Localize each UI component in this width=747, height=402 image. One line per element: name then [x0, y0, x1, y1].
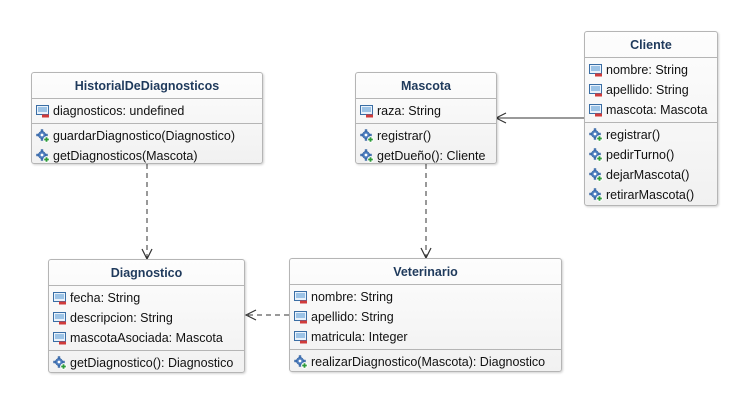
attributes-section: nombre: String apellido: String matricul…: [290, 285, 561, 350]
operation-row: getDiagnostico(): Diagnostico: [49, 353, 244, 373]
operation-row: getDueño(): Cliente: [356, 146, 496, 166]
operation-row: getDiagnosticos(Mascota): [32, 146, 262, 166]
method-gear-icon: [589, 148, 603, 162]
class-name: Veterinario: [290, 259, 561, 285]
attribute-row: nombre: String: [585, 60, 717, 80]
method-gear-icon: [589, 168, 603, 182]
method-gear-icon: [294, 355, 308, 369]
class-diagnostico[interactable]: Diagnostico fecha: String descripcion: S…: [48, 259, 245, 373]
operation-label: retirarMascota(): [606, 188, 695, 202]
attribute-row: descripcion: String: [49, 308, 244, 328]
attribute-label: apellido: String: [606, 83, 689, 97]
class-name: HistorialDeDiagnosticos: [32, 73, 262, 99]
class-name: Cliente: [585, 32, 717, 58]
class-name: Mascota: [356, 73, 496, 99]
operation-row: guardarDiagnostico(Diagnostico): [32, 126, 262, 146]
attribute-label: nombre: String: [606, 63, 688, 77]
attribute-label: apellido: String: [311, 310, 394, 324]
attribute-row: apellido: String: [290, 307, 561, 327]
operation-label: pedirTurno(): [606, 148, 675, 162]
field-icon: [294, 310, 308, 324]
attribute-label: nombre: String: [311, 290, 393, 304]
class-name: Diagnostico: [49, 260, 244, 286]
attribute-label: raza: String: [377, 104, 441, 118]
method-gear-icon: [53, 356, 67, 370]
operation-label: registrar(): [377, 129, 432, 143]
operation-row: registrar(): [585, 125, 717, 145]
operation-row: pedirTurno(): [585, 145, 717, 165]
operation-row: registrar(): [356, 126, 496, 146]
field-icon: [589, 63, 603, 77]
attribute-label: descripcion: String: [70, 311, 173, 325]
method-gear-icon: [36, 129, 50, 143]
operations-section: registrar() pedirTurno() dejarMascota() …: [585, 123, 717, 207]
operation-label: dejarMascota(): [606, 168, 690, 182]
class-veterinario[interactable]: Veterinario nombre: String apellido: Str…: [289, 258, 562, 372]
operation-label: getDiagnosticos(Mascota): [53, 149, 198, 163]
class-mascota[interactable]: Mascota raza: String registrar() getDueñ…: [355, 72, 497, 164]
operation-row: realizarDiagnostico(Mascota): Diagnostic…: [290, 352, 561, 372]
class-cliente[interactable]: Cliente nombre: String apellido: String …: [584, 31, 718, 206]
attribute-row: nombre: String: [290, 287, 561, 307]
operation-row: retirarMascota(): [585, 185, 717, 205]
field-icon: [294, 290, 308, 304]
field-icon: [360, 104, 374, 118]
operations-section: getDiagnostico(): Diagnostico: [49, 351, 244, 375]
attribute-row: diagnosticos: undefined: [32, 101, 262, 121]
attributes-section: diagnosticos: undefined: [32, 99, 262, 124]
operation-label: guardarDiagnostico(Diagnostico): [53, 129, 236, 143]
attribute-row: mascotaAsociada: Mascota: [49, 328, 244, 348]
attribute-label: mascotaAsociada: Mascota: [70, 331, 223, 345]
method-gear-icon: [360, 149, 374, 163]
attribute-label: diagnosticos: undefined: [53, 104, 185, 118]
operations-section: guardarDiagnostico(Diagnostico) getDiagn…: [32, 124, 262, 168]
class-historialdediagnosticos[interactable]: HistorialDeDiagnosticos diagnosticos: un…: [31, 72, 263, 164]
field-icon: [294, 330, 308, 344]
field-icon: [53, 291, 67, 305]
operations-section: registrar() getDueño(): Cliente: [356, 124, 496, 168]
attributes-section: fecha: String descripcion: String mascot…: [49, 286, 244, 351]
attribute-label: matricula: Integer: [311, 330, 408, 344]
field-icon: [53, 311, 67, 325]
method-gear-icon: [360, 129, 374, 143]
attribute-label: fecha: String: [70, 291, 141, 305]
operation-label: getDueño(): Cliente: [377, 149, 486, 163]
operations-section: realizarDiagnostico(Mascota): Diagnostic…: [290, 350, 561, 374]
attribute-label: mascota: Mascota: [606, 103, 708, 117]
attribute-row: mascota: Mascota: [585, 100, 717, 120]
operation-row: dejarMascota(): [585, 165, 717, 185]
attributes-section: raza: String: [356, 99, 496, 124]
attribute-row: fecha: String: [49, 288, 244, 308]
operation-label: realizarDiagnostico(Mascota): Diagnostic…: [311, 355, 546, 369]
field-icon: [36, 104, 50, 118]
operation-label: registrar(): [606, 128, 661, 142]
method-gear-icon: [36, 149, 50, 163]
attribute-row: raza: String: [356, 101, 496, 121]
field-icon: [589, 83, 603, 97]
operation-label: getDiagnostico(): Diagnostico: [70, 356, 234, 370]
attribute-row: apellido: String: [585, 80, 717, 100]
attributes-section: nombre: String apellido: String mascota:…: [585, 58, 717, 123]
attribute-row: matricula: Integer: [290, 327, 561, 347]
field-icon: [53, 331, 67, 345]
method-gear-icon: [589, 188, 603, 202]
method-gear-icon: [589, 128, 603, 142]
field-icon: [589, 103, 603, 117]
